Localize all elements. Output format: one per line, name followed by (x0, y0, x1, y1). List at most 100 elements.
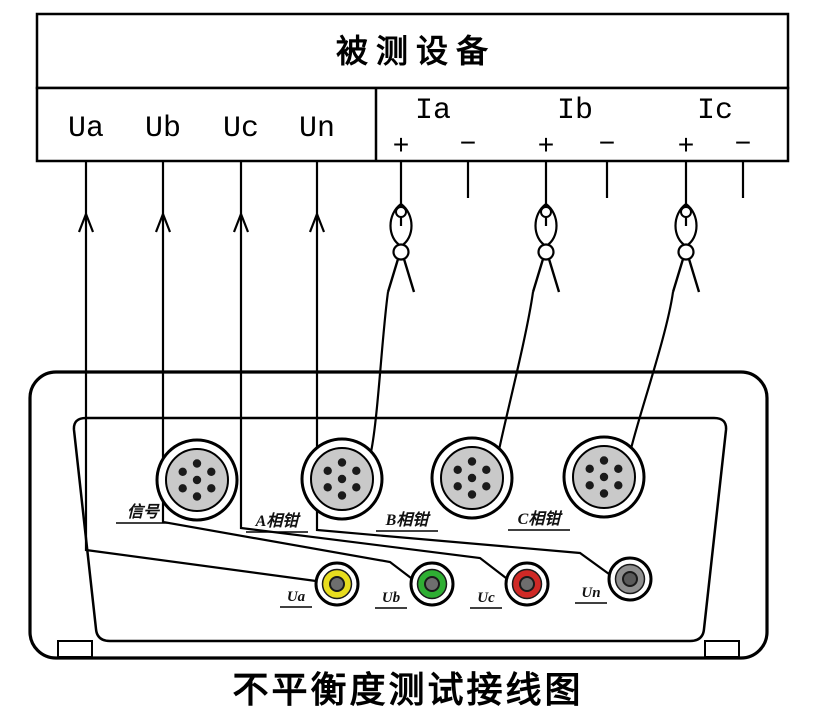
jack-uc-label: Uc (477, 590, 495, 606)
pin (337, 458, 347, 467)
connector-phase-c-label: C相钳 (518, 510, 564, 528)
connector-phase-a-label: A相钳 (255, 512, 302, 530)
clamp-b-handle-right (547, 258, 561, 293)
pin (614, 464, 623, 473)
connector-phase-b-label: B相钳 (385, 511, 432, 529)
jack-uc-hole (519, 576, 535, 592)
jack-ub: Ub (375, 561, 455, 609)
connector-signal-label: 信号 (127, 503, 161, 521)
ic-plus-sign: + (678, 132, 695, 163)
clamp-a-jaw-ring (395, 206, 407, 218)
current-terminal-label-ib: Ib (557, 94, 593, 128)
clamp-a-pivot (392, 243, 410, 261)
wire-uc (239, 161, 507, 579)
pin (467, 473, 477, 483)
voltage-wires (77, 161, 610, 583)
pin (337, 491, 347, 500)
voltage-terminal-label-ub: Ub (145, 112, 181, 146)
clamp-a-handle-left (386, 258, 400, 293)
jack-un-label: Un (581, 585, 600, 601)
ia-plus-sign: + (393, 132, 410, 163)
pin (585, 464, 594, 473)
jack-ub-hole (424, 576, 440, 592)
clamp-c-cable (629, 291, 675, 450)
pin (482, 465, 491, 474)
connector-signal: 信号 (116, 438, 239, 524)
aviation-connectors: 信号 A相钳 B相钳 (116, 435, 646, 533)
terminal-row: Ua Ub Uc Un Ia + − Ib + − Ic + − (35, 86, 790, 163)
terminal-row-outline (35, 86, 790, 163)
wire-un (315, 161, 610, 575)
jack-ua: Ua (280, 561, 360, 608)
clamp-c-pivot (677, 243, 695, 261)
clamp-a-cable (369, 291, 390, 453)
pin (352, 466, 361, 475)
ia-minus-sign: − (460, 130, 477, 161)
clamp-c-jaw-ring (680, 206, 692, 218)
pin (192, 475, 202, 485)
pin (323, 466, 332, 475)
connector-phase-c: C相钳 (508, 435, 646, 531)
voltage-terminal-label-un: Un (299, 112, 335, 146)
pin (453, 465, 462, 474)
wire-ua (84, 161, 317, 583)
pin (192, 459, 202, 468)
arrow-up-un (308, 210, 326, 233)
jack-ua-label: Ua (287, 589, 306, 605)
jack-ub-label: Ub (382, 590, 401, 606)
pin (467, 490, 477, 499)
pin (614, 481, 623, 490)
current-clamp-b (497, 161, 561, 451)
arrow-up-uc (232, 210, 250, 233)
voltage-terminal-label-uc: Uc (223, 112, 259, 146)
pin (352, 483, 361, 492)
pin (599, 472, 609, 482)
clamp-b-handle-left (531, 258, 545, 293)
tester-foot-right (704, 640, 740, 658)
pin (599, 489, 609, 498)
pin (207, 484, 216, 493)
pin (599, 456, 609, 465)
current-terminal-label-ia: Ia (415, 94, 451, 128)
clamp-b-cable (497, 291, 535, 451)
ib-minus-sign: − (599, 130, 616, 161)
jack-ua-hole (329, 576, 345, 592)
pin (207, 467, 216, 476)
jack-un-hole (622, 571, 638, 587)
device-under-test-outline (35, 12, 790, 90)
current-terminal-label-ic: Ic (697, 94, 733, 128)
pin (467, 457, 477, 466)
ic-minus-sign: − (735, 130, 752, 161)
current-clamps (369, 161, 745, 453)
tester-foot-left (57, 640, 93, 658)
pin (337, 474, 347, 484)
pin (178, 467, 187, 476)
pin (585, 481, 594, 490)
current-clamp-a (369, 161, 416, 453)
jack-uc: Uc (470, 561, 550, 609)
pin (178, 484, 187, 493)
pin (192, 492, 202, 501)
pin (482, 482, 491, 491)
arrow-up-ua (77, 210, 95, 233)
voltage-terminal-label-ua: Ua (68, 112, 104, 146)
connector-phase-b: B相钳 (376, 436, 514, 532)
clamp-c-handle-left (671, 258, 685, 293)
pin (323, 483, 332, 492)
clamp-a-handle-right (402, 258, 416, 293)
pin (453, 482, 462, 491)
device-under-test-label: 被测设备 (336, 33, 496, 69)
ib-plus-sign: + (538, 132, 555, 163)
banana-jacks: Ua Ub Uc Un (280, 556, 653, 609)
clamp-b-jaw-ring (540, 206, 552, 218)
current-clamp-c (629, 161, 701, 450)
clamp-b-pivot (537, 243, 555, 261)
wire-ub (161, 161, 412, 579)
jack-un: Un (575, 556, 653, 604)
connector-phase-a: A相钳 (246, 437, 384, 533)
device-under-test-box: 被测设备 (35, 12, 790, 90)
clamp-c-handle-right (687, 258, 701, 293)
arrow-up-ub (154, 210, 172, 233)
